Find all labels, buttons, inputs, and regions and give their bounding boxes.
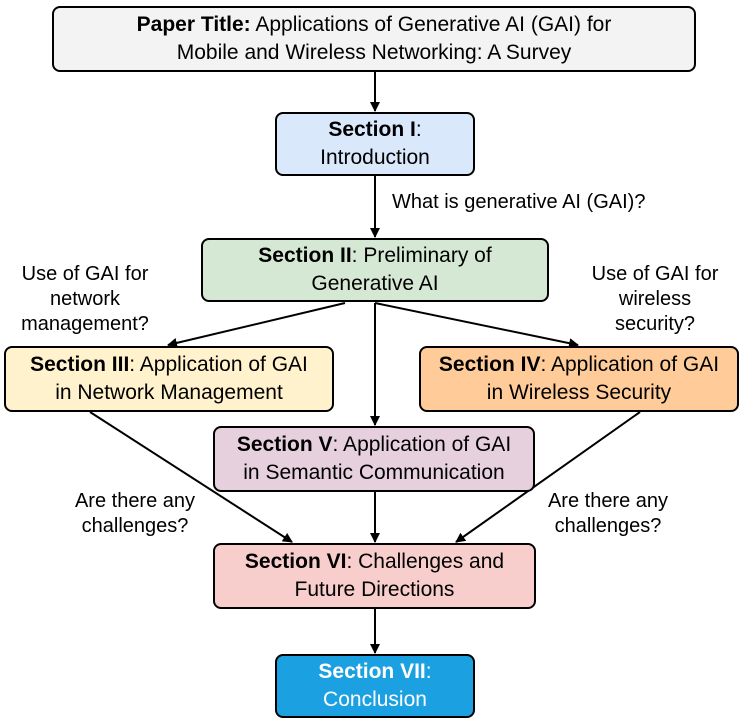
section-3-label: Section III	[30, 353, 130, 376]
section-2-label: Section II	[258, 244, 352, 267]
question-challenges-left-line2: challenges?	[81, 515, 189, 537]
section-1-label: Section I	[328, 118, 416, 141]
section-3-box: Section III: Application of GAI in Netwo…	[4, 346, 334, 412]
section-7-label: Section VII	[318, 660, 426, 683]
section-6-line1: : Challenges and	[346, 550, 505, 573]
section-5-line2: in Semantic Communication	[243, 461, 505, 484]
arrow-s2-to-s3	[167, 302, 346, 348]
section-7-box: Section VII: Conclusion	[275, 654, 475, 718]
section-2-box: Section II: Preliminary of Generative AI	[201, 238, 549, 302]
section-6-label: Section VI	[244, 550, 347, 573]
arrow-s3-to-s6	[89, 411, 293, 543]
section-2-line1: : Preliminary of	[351, 244, 492, 267]
arrow-s2-to-s4	[374, 302, 579, 349]
section-3-line2: in Network Management	[55, 381, 283, 404]
question-challenges-left: Are there any challenges?	[60, 489, 210, 539]
paper-title-line1: Applications of Generative AI (GAI) for	[250, 13, 612, 36]
question-challenges-right-line1: Are there any	[547, 490, 669, 512]
section-2-line2: Generative AI	[311, 272, 439, 295]
section-7-line1: :	[425, 660, 432, 683]
section-1-line2: Introduction	[320, 146, 430, 169]
section-4-box: Section IV: Application of GAI in Wirele…	[419, 346, 739, 412]
question-what-is-gai: What is generative AI (GAI)?	[392, 191, 646, 213]
section-4-line1: : Application of GAI	[540, 353, 720, 376]
question-challenges-right: Are there any challenges?	[533, 489, 683, 539]
question-challenges-right-line2: challenges?	[554, 515, 662, 537]
question-wireless-line3: security?	[614, 313, 696, 335]
section-5-line1: : Application of GAI	[332, 433, 512, 456]
section-1-box: Section I: Introduction	[275, 112, 475, 176]
section-6-line2: Future Directions	[294, 578, 455, 601]
arrow-s4-to-s6	[455, 411, 641, 543]
section-5-label: Section V	[236, 433, 333, 456]
question-wireless-line1: Use of GAI for	[591, 263, 719, 285]
question-network-line1: Use of GAI for	[21, 263, 149, 285]
section-5-box: Section V: Application of GAI in Semanti…	[213, 426, 535, 492]
question-network-line3: management?	[21, 313, 149, 335]
question-challenges-left-line1: Are there any	[74, 490, 196, 512]
question-wireless-security: Use of GAI for wireless security?	[575, 262, 735, 337]
section-4-line2: in Wireless Security	[486, 381, 672, 404]
paper-title-box: Paper Title: Applications of Generative …	[52, 6, 696, 72]
section-7-line2: Conclusion	[323, 688, 427, 711]
question-network-line2: network	[49, 288, 121, 310]
question-wireless-line2: wireless	[618, 288, 692, 310]
paper-title-label: Paper Title:	[136, 13, 251, 36]
section-4-label: Section IV	[438, 353, 541, 376]
section-3-line1: : Application of GAI	[129, 353, 308, 376]
section-6-box: Section VI: Challenges and Future Direct…	[213, 543, 536, 609]
paper-title-line2: Mobile and Wireless Networking: A Survey	[176, 41, 572, 64]
section-1-line1: :	[415, 118, 422, 141]
question-network-management: Use of GAI for network management?	[0, 262, 170, 337]
